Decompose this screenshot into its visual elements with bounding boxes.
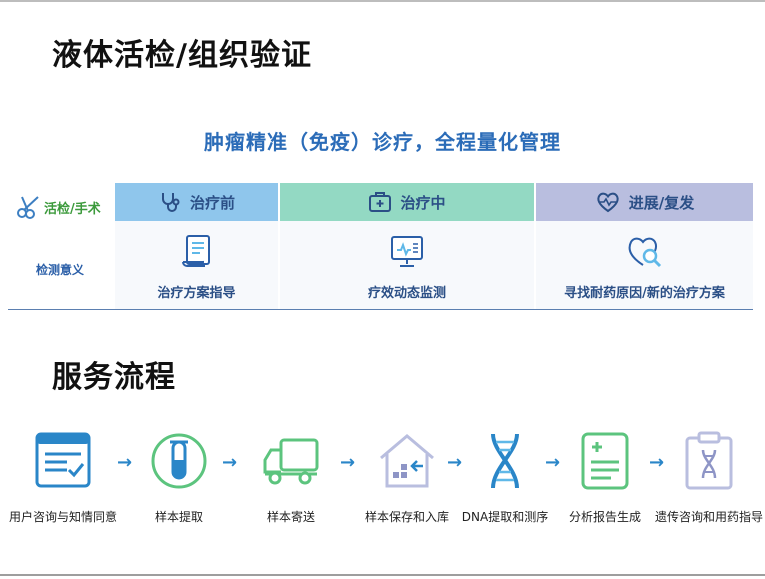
flow-arrow-icon: → bbox=[649, 452, 665, 473]
meaning-text-during: 疗效动态监测 bbox=[367, 286, 446, 301]
medical-kit-icon bbox=[369, 192, 392, 212]
meaning-text-progress: 寻找耐药原因/新的治疗方案 bbox=[564, 286, 725, 301]
monitor-chart-icon bbox=[391, 236, 423, 267]
flow-step-sampling: 样本提取 bbox=[124, 430, 234, 524]
flow-step-label: 样本保存和入库 bbox=[364, 510, 450, 524]
phase-header-during: 治疗中 bbox=[280, 183, 534, 221]
section-heading-biopsy: 液体活检/组织验证 bbox=[52, 38, 312, 73]
flow-arrow-icon: → bbox=[545, 452, 561, 473]
form-checkmark-icon bbox=[35, 432, 91, 488]
phase-header-before: 治疗前 bbox=[115, 183, 278, 221]
flow-step-report: 分析报告生成 bbox=[550, 430, 660, 524]
flow-step-shipping: 样本寄送 bbox=[236, 430, 346, 524]
meaning-cell-during: 疗效动态监测 bbox=[280, 221, 534, 309]
flow-step-label: 样本提取 bbox=[154, 510, 204, 524]
flow-step-label: 遗传咨询和用药指导 bbox=[654, 510, 764, 524]
phase-label-before: 治疗前 bbox=[189, 193, 235, 212]
top-divider bbox=[0, 0, 765, 2]
diagnosis-table: 活检/手术 检测意义 治疗前 治疗中 进展/复发 治疗方案指导 bbox=[8, 183, 753, 311]
flow-step-storage: 样本保存和入库 bbox=[352, 430, 462, 524]
row-label-meaning: 检测意义 bbox=[36, 263, 85, 277]
panel-title: 肿瘤精准（免疫）诊疗，全程量化管理 bbox=[204, 130, 561, 154]
test-tube-icon bbox=[151, 433, 207, 489]
flow-arrow-icon: → bbox=[117, 452, 133, 473]
flow-arrow-icon: → bbox=[447, 452, 463, 473]
flow-step-consent: 用户咨询与知情同意 bbox=[8, 430, 118, 524]
heart-search-icon bbox=[628, 237, 661, 268]
phase-header-progress: 进展/复发 bbox=[536, 183, 753, 221]
bottom-divider bbox=[0, 574, 765, 576]
flow-step-sequencing: DNA提取和测序 bbox=[450, 430, 560, 524]
clipboard-dna-icon bbox=[685, 431, 733, 490]
stethoscope-icon bbox=[161, 193, 180, 212]
meaning-cell-progress: 寻找耐药原因/新的治疗方案 bbox=[536, 221, 753, 309]
phase-label-during: 治疗中 bbox=[400, 193, 446, 212]
scissors-icon bbox=[17, 196, 39, 219]
flow-step-label: 用户咨询与知情同意 bbox=[8, 510, 118, 524]
meaning-text-before: 治疗方案指导 bbox=[157, 286, 236, 301]
service-flow: 用户咨询与知情同意 → 样本提取 → 样本寄送 → bbox=[0, 430, 765, 530]
phase-label-progress: 进展/复发 bbox=[628, 193, 695, 212]
flow-step-label: 样本寄送 bbox=[266, 510, 316, 524]
section-heading-service: 服务流程 bbox=[52, 360, 176, 395]
flow-arrow-icon: → bbox=[222, 452, 238, 473]
dna-helix-icon bbox=[491, 433, 519, 489]
row-label-biopsy-text: 活检/手术 bbox=[44, 201, 101, 217]
medical-report-icon bbox=[581, 432, 629, 490]
warehouse-icon bbox=[380, 434, 434, 488]
scroll-document-icon bbox=[181, 235, 210, 267]
row-label-biopsy: 活检/手术 bbox=[16, 195, 101, 219]
flow-arrow-icon: → bbox=[340, 452, 356, 473]
heart-pulse-icon bbox=[597, 192, 619, 213]
flow-step-label: 分析报告生成 bbox=[568, 510, 642, 524]
flow-step-counseling: 遗传咨询和用药指导 bbox=[654, 430, 764, 524]
flow-step-label: DNA提取和测序 bbox=[461, 510, 549, 524]
table-bottom-rule bbox=[8, 309, 753, 310]
delivery-truck-icon bbox=[263, 438, 319, 485]
meaning-cell-before: 治疗方案指导 bbox=[115, 221, 278, 309]
